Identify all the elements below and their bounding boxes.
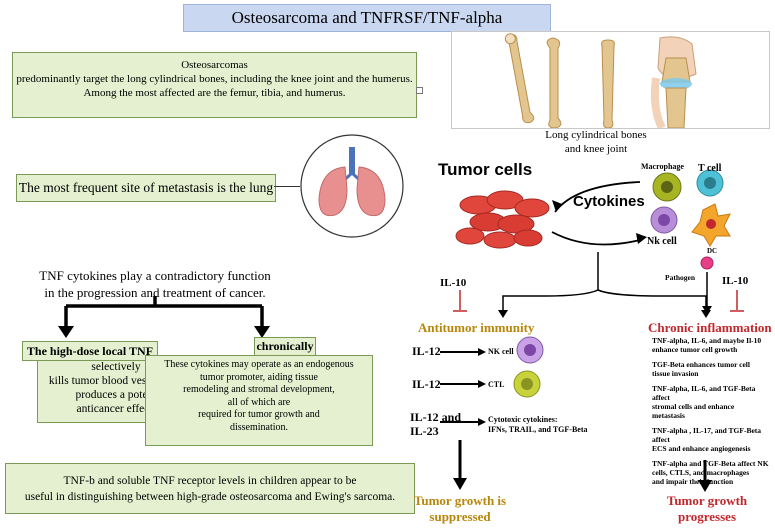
high-dose-line-1: selectively xyxy=(91,361,141,373)
progresses-line-2: progresses xyxy=(677,509,737,524)
tnf-text-line-1: TNF cytokines play a contradictory funct… xyxy=(39,268,271,283)
chronic-effect-text: TNF-alpha, IL-6, and TGF-Beta affect xyxy=(652,384,756,402)
chronic-line-6: dissemination. xyxy=(229,421,289,433)
page-title: Osteosarcoma and TNFRSF/TNF-alpha xyxy=(183,4,551,32)
tnf-b-info-box: TNF-b and soluble TNF receptor levels in… xyxy=(5,463,415,514)
chronic-effect-text: TGF-Beta enhances tumor cell xyxy=(652,360,750,369)
chronic-effect-text: TNF-alpha , IL-17, and TGF-Beta affect xyxy=(652,426,762,444)
bones-caption-line-2: and knee joint xyxy=(564,143,628,155)
lung-metastasis-box: The most frequent site of metastasis is … xyxy=(16,174,276,202)
lungs-illustration xyxy=(299,133,405,239)
chronic-effect-text: and impair their function xyxy=(652,477,734,486)
chronic-effect-text: stromal cells and enhance xyxy=(652,402,735,411)
il10-left-label: IL-10 xyxy=(440,277,467,289)
bones-caption: Long cylindrical bones and knee joint xyxy=(480,128,712,156)
osteo-line-1: Osteosarcomas xyxy=(181,59,248,71)
tnfb-line-1: TNF-b and soluble TNF receptor levels in… xyxy=(63,475,357,487)
antitumor-immunity-label: Antitumor immunity xyxy=(418,320,535,335)
chronically-body: These cytokines may operate as an endoge… xyxy=(145,355,373,446)
progresses-line-1: Tumor growth xyxy=(666,493,748,508)
tumor-cells-icon xyxy=(455,190,550,249)
high-dose-line-4: anticancer effect. xyxy=(76,403,156,415)
chronic-effect-item: TNF-alpha, IL-6, and maybe Il-10 enhance… xyxy=(652,336,770,354)
chronic-effect-item: TNF-alpha and TGF-Beta affect NK cells, … xyxy=(652,459,770,486)
chronically-label: chronically xyxy=(254,337,316,356)
high-dose-label: The high-dose local TNF xyxy=(22,341,158,361)
chronic-effect-item: TNF-alpha , IL-17, and TGF-Beta affect E… xyxy=(652,426,770,453)
chronic-line-1: These cytokines may operate as an endoge… xyxy=(164,359,354,370)
il12-label-a: IL-12 xyxy=(412,344,441,358)
ctl-label: CTL xyxy=(488,380,505,389)
chronic-line-2: tumor promoter, aiding tissue xyxy=(200,371,318,383)
macrophage-label: Macrophage xyxy=(641,162,684,171)
chronic-line-4: all of which are xyxy=(227,396,291,408)
chronic-effects-list: TNF-alpha, IL-6, and maybe Il-10 enhance… xyxy=(652,336,770,486)
high-dose-line-3: produces a potent xyxy=(75,389,157,401)
chronic-effect-text: enhance tumor cell growth xyxy=(652,345,738,354)
il12-il23-line-2: IL-23 xyxy=(410,424,439,438)
lungs-icon xyxy=(300,134,404,238)
chronic-line-5: required for tumor growth and xyxy=(198,409,320,420)
tnf-contradictory-text: TNF cytokines play a contradictory funct… xyxy=(20,267,290,301)
chronic-effect-text: metastasis xyxy=(652,411,685,420)
il12-il23-label: IL-12 and IL-23 xyxy=(410,410,461,438)
il12-il23-line-1: IL-12 and xyxy=(410,410,462,424)
tnfb-line-2: useful in distinguishing between high-gr… xyxy=(24,491,396,503)
chronic-effect-text: TNF-alpha, IL-6, and maybe Il-10 xyxy=(652,336,762,345)
connector-handle xyxy=(416,87,423,94)
nk-cell-label: Nk cell xyxy=(647,236,677,247)
suppressed-line-1: Tumor growth is xyxy=(413,493,507,508)
dc-label: DC xyxy=(707,247,718,255)
osteo-line-2: predominantly target the long cylindrica… xyxy=(16,73,413,85)
lung-connector xyxy=(274,186,300,187)
nk-cell-small-label: NK cell xyxy=(488,347,514,356)
chronic-effect-item: TNF-alpha, IL-6, and TGF-Beta affect str… xyxy=(652,384,770,420)
chronic-effect-text: tissue invasion xyxy=(652,369,699,378)
bones-icon xyxy=(504,33,697,130)
suppressed-line-2: suppressed xyxy=(429,509,491,524)
pathogen-label: Pathogen xyxy=(665,273,695,282)
il10-right-label: IL-10 xyxy=(722,275,749,287)
chronic-effect-text: cells, CTLS, and macrophages xyxy=(652,468,750,477)
osteo-line-3: Among the most affected are the femur, t… xyxy=(83,87,346,99)
tumor-suppressed-label: Tumor growth is suppressed xyxy=(408,493,512,525)
cytotoxic-line-2: IFNs, TRAIL, and TGF-Beta xyxy=(488,425,588,434)
cytotoxic-cytokines-label: Cytotoxic cytokines: IFNs, TRAIL, and TG… xyxy=(488,415,588,435)
t-cell-label: T cell xyxy=(698,163,722,174)
bones-caption-line-1: Long cylindrical bones xyxy=(545,129,647,141)
chronic-effect-item: TGF-Beta enhances tumor cell tissue inva… xyxy=(652,360,770,378)
bones-illustration xyxy=(451,31,770,130)
il12-label-b: IL-12 xyxy=(412,377,441,391)
cytokines-label: Cytokines xyxy=(573,193,645,210)
tumor-progresses-label: Tumor growth progresses xyxy=(655,493,759,525)
tnf-text-line-2: in the progression and treatment of canc… xyxy=(44,285,266,300)
chronic-effect-text: TNF-alpha and TGF-Beta affect NK xyxy=(652,459,769,468)
tumor-cells-label: Tumor cells xyxy=(438,160,533,179)
cytotoxic-line-1: Cytotoxic cytokines: xyxy=(488,415,558,424)
chronic-line-3: remodeling and stromal development, xyxy=(183,384,335,395)
osteosarcoma-info-box: Osteosarcomas predominantly target the l… xyxy=(12,52,417,118)
chronic-effect-text: ECS and enhance angiogenesis xyxy=(652,444,751,453)
chronic-inflammation-label: Chronic inflammation xyxy=(648,320,772,335)
